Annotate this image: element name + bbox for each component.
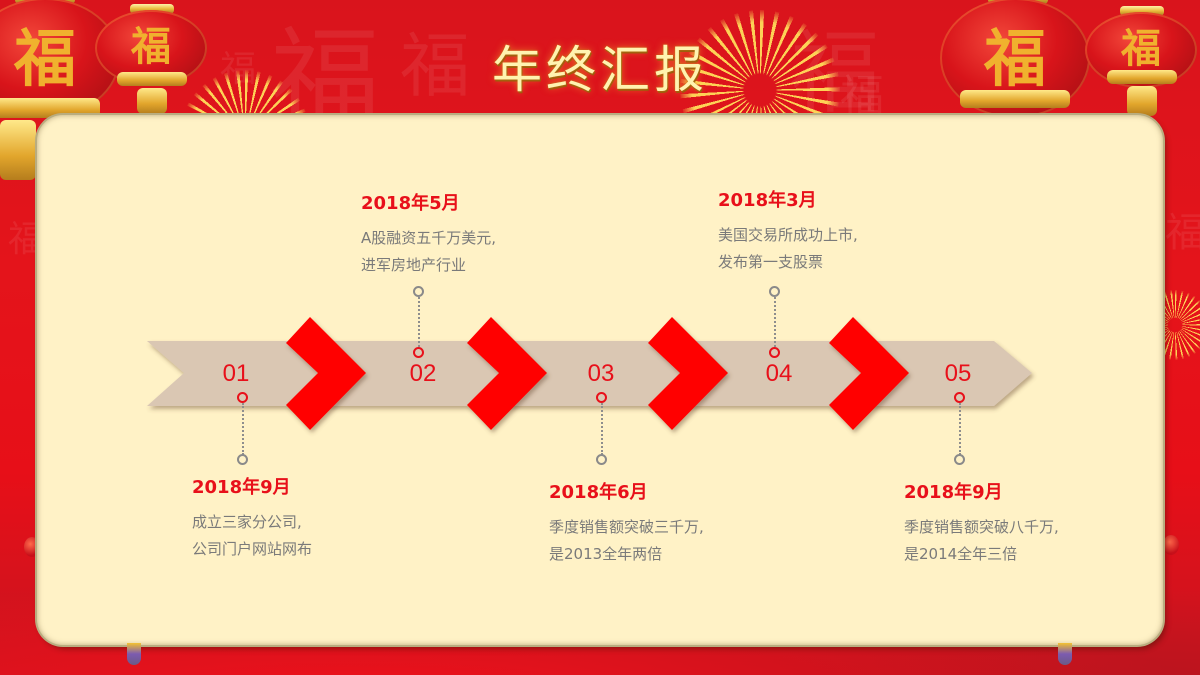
event-description: A股融资五千万美元, <box>361 229 497 247</box>
chevron-right-icon <box>286 317 366 430</box>
fu-glyph: 福 <box>131 23 171 70</box>
scroll-hook <box>127 643 141 665</box>
dotted-connector <box>959 403 961 455</box>
event-description: 公司门户网站网布 <box>192 540 313 558</box>
step-number-04: 04 <box>765 360 793 387</box>
marker-ring <box>596 392 607 403</box>
lantern-left-large: 福 <box>0 0 120 200</box>
marker-ring <box>413 347 424 358</box>
event-description: 美国交易所成功上市, <box>718 226 858 244</box>
timeline-event-02: 2018年5月 A股融资五千万美元, 进军房地产行业 <box>361 189 496 279</box>
dotted-connector <box>418 297 420 347</box>
fu-glyph: 福 <box>13 22 76 95</box>
marker-ring <box>954 454 965 465</box>
lantern-left-small: 福 <box>95 0 210 120</box>
dotted-connector <box>601 403 603 455</box>
timeline-band <box>147 341 1032 406</box>
event-description: 发布第一支股票 <box>718 253 824 271</box>
event-date: 2018年9月 <box>192 477 291 498</box>
event-date: 2018年6月 <box>549 482 648 503</box>
step-number-02: 02 <box>409 360 437 387</box>
event-description: 季度销售额突破三千万, <box>549 518 704 536</box>
timeline-event-04: 2018年3月 美国交易所成功上市, 发布第一支股票 <box>718 186 858 276</box>
marker-ring <box>769 286 780 297</box>
event-date: 2018年3月 <box>718 190 817 211</box>
step-number-05: 05 <box>944 360 972 387</box>
marker-ring <box>237 454 248 465</box>
marker-ring <box>769 347 780 358</box>
marker-ring <box>954 392 965 403</box>
dotted-connector <box>774 297 776 347</box>
event-description: 季度销售额突破八千万, <box>904 518 1059 536</box>
event-date: 2018年9月 <box>904 482 1003 503</box>
event-description: 是2013全年两倍 <box>549 545 663 563</box>
marker-ring <box>413 286 424 297</box>
step-number-01: 01 <box>222 360 250 387</box>
marker-ring <box>237 392 248 403</box>
event-description: 成立三家分公司, <box>192 513 302 531</box>
chevron-right-icon <box>648 317 728 430</box>
step-number-03: 03 <box>587 360 615 387</box>
timeline-event-01: 2018年9月 成立三家分公司, 公司门户网站网布 <box>192 473 312 563</box>
chevron-right-icon <box>829 317 909 430</box>
lantern-right-large: 福 <box>940 0 1090 130</box>
marker-ring <box>596 454 607 465</box>
event-date: 2018年5月 <box>361 193 460 214</box>
lantern-right-small: 福 <box>1085 2 1200 122</box>
dotted-connector <box>242 403 244 455</box>
fu-glyph: 福 <box>1121 25 1161 72</box>
ornament-ball <box>1163 535 1179 555</box>
timeline-event-03: 2018年6月 季度销售额突破三千万, 是2013全年两倍 <box>549 478 704 568</box>
timeline-event-05: 2018年9月 季度销售额突破八千万, 是2014全年三倍 <box>904 478 1059 568</box>
fu-glyph: 福 <box>983 22 1046 95</box>
event-description: 是2014全年三倍 <box>904 545 1018 563</box>
ornament-ball <box>24 537 40 557</box>
chevron-right-icon <box>467 317 547 430</box>
scroll-hook <box>1058 643 1072 665</box>
event-description: 进军房地产行业 <box>361 256 467 274</box>
slide-title: 年终汇报 <box>492 41 708 99</box>
